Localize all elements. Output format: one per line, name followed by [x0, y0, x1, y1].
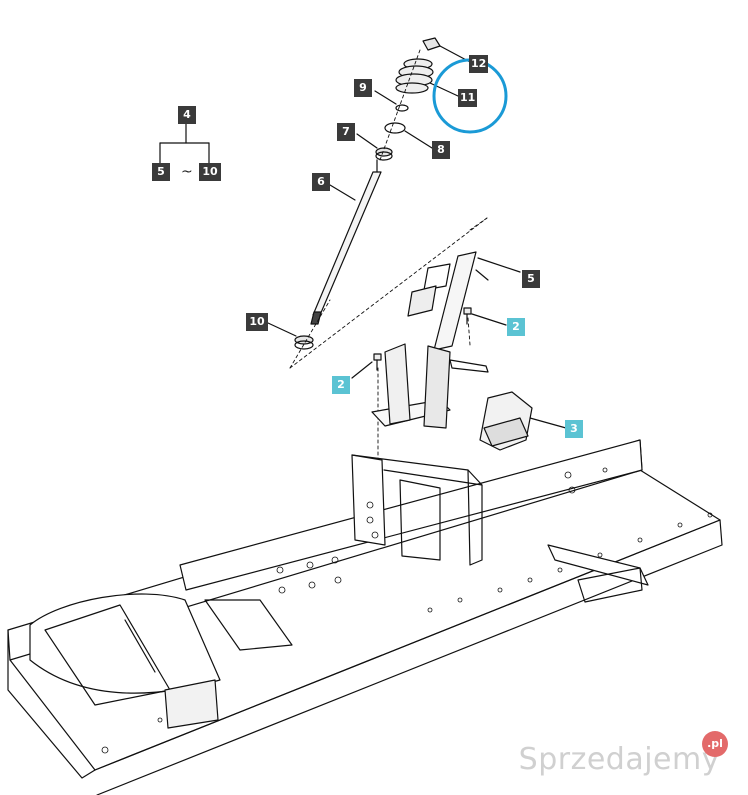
- group-bracket: [159, 123, 210, 166]
- assembly-guides: [289, 49, 488, 461]
- part-5-column-bracket: [407, 251, 521, 351]
- frame-right-rail: [179, 439, 643, 591]
- part-9-washer: [374, 90, 409, 112]
- label-5-range-start: 5: [152, 163, 170, 181]
- label-7: 7: [337, 123, 355, 141]
- frame-rear-crossbar: [547, 544, 649, 603]
- label-2-lower: 2: [332, 376, 350, 394]
- label-10-range-end: 10: [199, 163, 221, 181]
- watermark-badge: .pl: [702, 731, 728, 757]
- label-6: 6: [312, 173, 330, 191]
- part-2-bolts: [351, 307, 507, 379]
- label-12: 12: [469, 55, 489, 73]
- label-11: 11: [458, 89, 478, 107]
- watermark-text: Sprzedajemy: [518, 742, 720, 777]
- part-3-sensor: [479, 391, 567, 451]
- lower-bracket: [371, 343, 489, 429]
- label-10: 10: [246, 313, 268, 331]
- part-7-bushing: [356, 133, 393, 161]
- label-3: 3: [565, 420, 583, 438]
- part-8-ring: [384, 122, 433, 149]
- label-4: 4: [178, 106, 196, 124]
- label-9: 9: [354, 79, 372, 97]
- frame-center-upright: [351, 454, 483, 566]
- part-10-bushing: [267, 322, 314, 350]
- part-12-nut: [422, 37, 471, 63]
- label-2-upper: 2: [507, 318, 525, 336]
- frame-holes: [101, 467, 713, 754]
- label-5: 5: [522, 270, 540, 288]
- frame-front-plate: [29, 593, 293, 729]
- label-8: 8: [432, 141, 450, 159]
- part-11-boot: [395, 58, 459, 97]
- range-tilde: ~: [181, 164, 193, 180]
- part-6-shaft: [310, 159, 382, 325]
